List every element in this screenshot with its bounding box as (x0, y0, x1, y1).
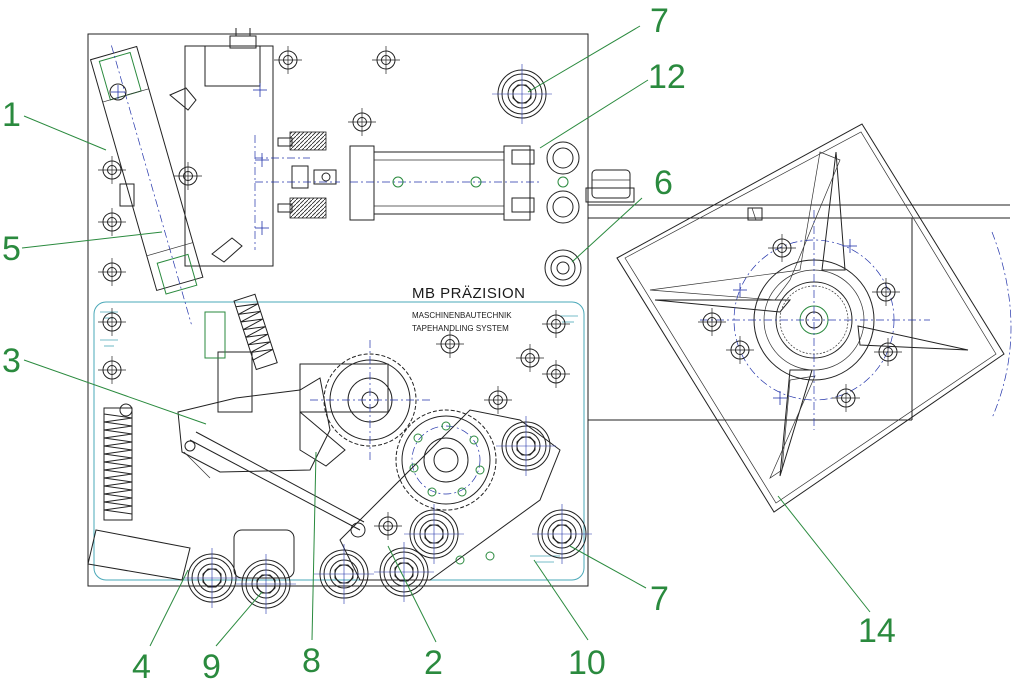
tension-roller (181, 547, 243, 609)
base-plate (87, 33, 589, 587)
mount-bolt (541, 359, 571, 389)
brand-line-2: TAPEHANDLING SYSTEM (412, 324, 509, 333)
callout-2: 2 (424, 644, 443, 682)
callout-9: 9 (202, 648, 221, 684)
mount-bolt (273, 45, 303, 75)
idler-rollers (544, 141, 582, 287)
callout-8: 8 (302, 642, 321, 680)
callout-12: 12 (648, 58, 686, 96)
mount-bolt (97, 155, 127, 185)
mount-bolt (515, 343, 545, 373)
mount-bolt (435, 329, 465, 359)
mount-bolt (371, 45, 401, 75)
air-fitting-bottom (211, 237, 243, 263)
mount-bolt (97, 257, 127, 287)
pneumatic-cylinder (349, 145, 540, 221)
callout-6: 6 (654, 164, 673, 202)
leader-lines (21, 25, 871, 647)
mount-bolt (541, 309, 571, 339)
callout-1: 1 (2, 96, 21, 134)
brand-line-1: MASCHINENBAUTECHNIK (412, 311, 512, 320)
mount-bolt (483, 385, 513, 415)
mount-bolt (373, 511, 403, 541)
rail-housing (585, 169, 1010, 421)
guide-roller-bottom (531, 503, 593, 565)
lower-roller-right (373, 541, 435, 603)
brand-name: MB PRÄZISION (412, 285, 526, 302)
callout-10: 10 (568, 644, 606, 682)
cylinder-pivot-ring (109, 83, 127, 101)
outer-arc (991, 231, 1012, 419)
side-fitting (119, 183, 135, 207)
damper-spring (233, 293, 278, 371)
valve-block (184, 28, 340, 267)
swing-arm-plate (339, 409, 561, 581)
upper-gear (310, 340, 430, 460)
mount-bolt (173, 161, 203, 191)
mount-bolt (97, 355, 127, 385)
rotating-frame (616, 123, 1005, 513)
cylinder-top-pivot (110, 84, 126, 100)
callout-3: 3 (2, 342, 21, 380)
pressure-roller (403, 503, 465, 565)
tension-spring (103, 403, 133, 521)
air-fitting-top (169, 87, 197, 111)
pin (350, 522, 366, 538)
callout-7-bottom: 7 (650, 580, 669, 618)
guide-roller-top (491, 63, 553, 125)
pin (485, 551, 495, 561)
callout-14: 14 (858, 612, 896, 650)
nip-roller (235, 553, 297, 615)
callout-4: 4 (132, 648, 151, 684)
mount-bolt (347, 107, 377, 137)
lower-roller-left (313, 543, 375, 605)
mount-bolt (97, 207, 127, 237)
main-gear (395, 409, 497, 511)
guard-hatch-marks (100, 311, 578, 563)
tension-lever (87, 529, 191, 581)
callout-7-top: 7 (650, 2, 669, 40)
inclined-cylinder (89, 45, 204, 325)
slide-head (177, 311, 389, 531)
drive-roller (495, 415, 557, 477)
pin (455, 555, 465, 565)
callout-5: 5 (2, 230, 21, 268)
protective-guard (93, 301, 585, 581)
clamp-block (233, 529, 295, 579)
